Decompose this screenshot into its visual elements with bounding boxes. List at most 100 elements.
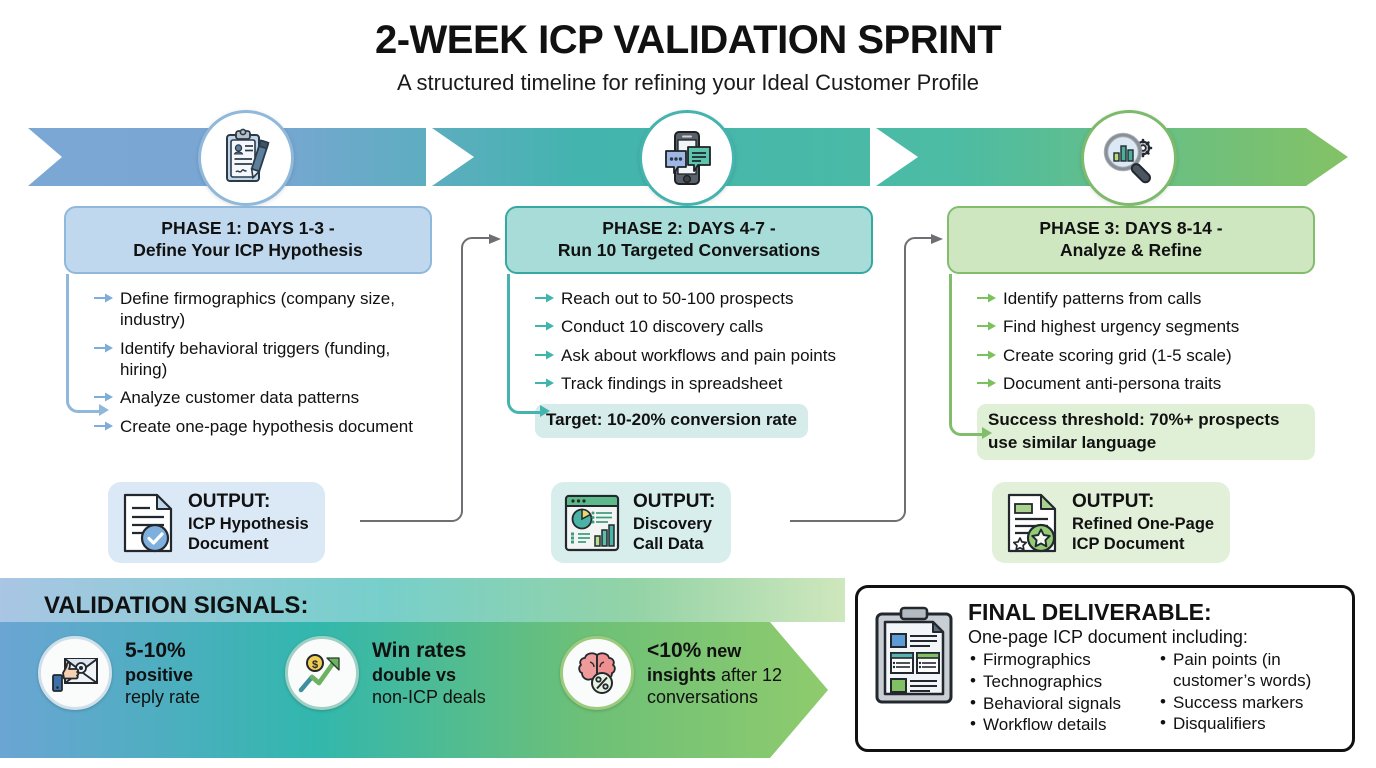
validation-signal-3-icon-circle [560, 636, 634, 710]
validation-signal-2-text: Win rates double vs non-ICP deals [372, 638, 486, 709]
list-item: Workflow details [968, 714, 1144, 736]
signal-line1-strong: <10% [647, 638, 702, 662]
signal-line1: 5-10% [125, 638, 186, 662]
clipboard-pen-icon [226, 128, 270, 182]
phase-3-header: PHASE 3: DAYS 8-14 - Analyze & Refine [947, 206, 1315, 274]
list-item-label: Define firmographics (company size, indu… [120, 288, 395, 330]
output-line1: Refined One-Page [1072, 514, 1215, 533]
arrow-bullet-icon [977, 293, 996, 303]
validation-signal-3: <10% new insights after 12 conversations [560, 636, 782, 710]
list-item: Firmographics [968, 649, 1144, 671]
page-title: 2-WEEK ICP VALIDATION SPRINT [374, 18, 1002, 62]
phase-1-icon-circle [198, 110, 294, 206]
arrow-bullet-icon [977, 350, 996, 360]
phase-1-header: PHASE 1: DAYS 1-3 - Define Your ICP Hypo… [64, 206, 432, 274]
list-item-label: Find highest urgency segments [1003, 317, 1240, 337]
phase-3-output-text: OUTPUT: Refined One-Page ICP Document [1072, 491, 1214, 554]
validation-signal-1: 5-10% positive reply rate [38, 636, 200, 710]
mobile-chat-icon [665, 131, 711, 185]
magnifier-chart-gear-icon [1103, 132, 1153, 184]
final-deliverable-subtitle: One-page ICP document including: [968, 627, 1248, 648]
output-line2: Document [188, 534, 269, 553]
page-subtitle: A structured timeline for refining your … [396, 70, 980, 95]
list-item-label: Create scoring grid (1-5 scale) [1003, 345, 1232, 365]
validation-signals-title: VALIDATION SIGNALS: [44, 592, 309, 619]
phase-2-spine [507, 273, 510, 400]
phase-3-bullet-list: Identify patterns from calls Find highes… [977, 288, 1315, 395]
signal-line2-strong: insights [647, 664, 717, 685]
final-deliverable-title: FINAL DELIVERABLE: [968, 599, 1212, 625]
phase-1-bullet-list: Define firmographics (company size, indu… [94, 288, 432, 437]
phase-1-output-text: OUTPUT: ICP Hypothesis Document [188, 491, 309, 554]
phase-2-header-line1: PHASE 2: DAYS 4-7 - [602, 218, 776, 238]
list-item-label: Document anti-persona traits [1003, 374, 1222, 393]
arrow-bullet-icon [535, 293, 554, 303]
list-item-label: Ask about workflows and pain points [561, 345, 836, 365]
list-item: Track findings in spreadsheet [535, 373, 873, 394]
phase-2-icon-circle [639, 110, 735, 206]
money-growth-arrow-icon: $ [298, 654, 340, 693]
clipboard-document-icon [875, 606, 953, 704]
phase-3-header-line2: Analyze & Refine [1060, 240, 1202, 261]
list-item: Pain points (in customer’s words) [1158, 649, 1348, 691]
arrow-bullet-icon [94, 343, 113, 353]
phase-2-bullet-list: Reach out to 50-100 prospects Conduct 10… [535, 288, 873, 395]
phase-2-output-text: OUTPUT: Discovery Call Data [633, 491, 715, 554]
list-item: Identify behavioral triggers (funding, h… [94, 338, 432, 381]
list-item: Ask about workflows and pain points [535, 345, 873, 366]
list-item: Create scoring grid (1-5 scale) [977, 345, 1315, 366]
signal-line3: conversations [647, 687, 759, 708]
signal-line2: positive [125, 664, 194, 685]
output-head: OUTPUT: [1072, 491, 1155, 512]
final-deliverable-list-right: Pain points (in customer’s words) Succes… [1158, 649, 1348, 737]
signal-line2: double vs [372, 664, 457, 685]
list-item-label: Identify patterns from calls [1003, 288, 1202, 308]
phase-3-spine-foot [949, 417, 992, 439]
validation-signal-3-text: <10% new insights after 12 conversations [647, 638, 782, 709]
final-deliverable-list-left: Firmographics Technographics Behavioral … [968, 649, 1144, 737]
svg-text:$: $ [312, 659, 318, 671]
signal-line3: non-ICP deals [372, 687, 486, 708]
arrow-bullet-icon [977, 378, 996, 388]
phase-3-icon-circle [1081, 110, 1177, 206]
output-line2: ICP Document [1072, 534, 1185, 553]
phase-2-output: OUTPUT: Discovery Call Data [551, 482, 732, 564]
validation-signal-2: $ Win rates double vs non-ICP deals [285, 636, 486, 710]
phase-1-spine [66, 273, 69, 400]
list-item-label: Identify behavioral triggers (funding, h… [120, 338, 391, 379]
phase-2-header: PHASE 2: DAYS 4-7 - Run 10 Targeted Conv… [505, 206, 873, 274]
list-item-label: Track findings in spreadsheet [561, 374, 783, 393]
list-item: Success markers [1158, 692, 1348, 714]
document-check-icon [123, 493, 173, 552]
list-item-label: Reach out to 50-100 prospects [561, 288, 794, 308]
phase-3-callout: Success threshold: 70%+ prospects use si… [977, 404, 1315, 460]
phase-1-output: OUTPUT: ICP Hypothesis Document [108, 482, 325, 564]
validation-signal-2-icon-circle: $ [285, 636, 359, 710]
phase-2-header-line2: Run 10 Targeted Conversations [557, 240, 821, 261]
arrow-bullet-icon [94, 293, 113, 303]
thumbs-up-envelope-icon [52, 658, 98, 692]
phase-2-column: PHASE 2: DAYS 4-7 - Run 10 Targeted Conv… [505, 206, 873, 438]
list-item: Find highest urgency segments [977, 316, 1315, 337]
list-item: Reach out to 50-100 prospects [535, 288, 873, 309]
arrow-bullet-icon [94, 392, 113, 402]
validation-signal-1-icon-circle [38, 636, 112, 710]
phase-1-header-line1: PHASE 1: DAYS 1-3 - [161, 218, 335, 238]
signal-line3: reply rate [125, 687, 201, 708]
phase-2-callout: Target: 10-20% conversion rate [535, 404, 808, 438]
arrow-bullet-icon [977, 321, 996, 331]
output-line2: Call Data [633, 534, 704, 553]
phase-3-header-line1: PHASE 3: DAYS 8-14 - [1039, 218, 1223, 238]
list-item: Behavioral signals [968, 693, 1144, 715]
output-line1: Discovery [633, 514, 712, 533]
list-item: Define firmographics (company size, indu… [94, 288, 432, 331]
list-item: Disqualifiers [1158, 713, 1348, 735]
list-item: Identify patterns from calls [977, 288, 1315, 309]
list-item-label: Conduct 10 discovery calls [561, 317, 764, 337]
arrow-bullet-icon [94, 421, 113, 431]
signal-line1: Win rates [372, 638, 467, 662]
list-item: Conduct 10 discovery calls [535, 316, 873, 337]
phase-1-spine-foot [66, 395, 109, 417]
list-item: Document anti-persona traits [977, 373, 1315, 394]
